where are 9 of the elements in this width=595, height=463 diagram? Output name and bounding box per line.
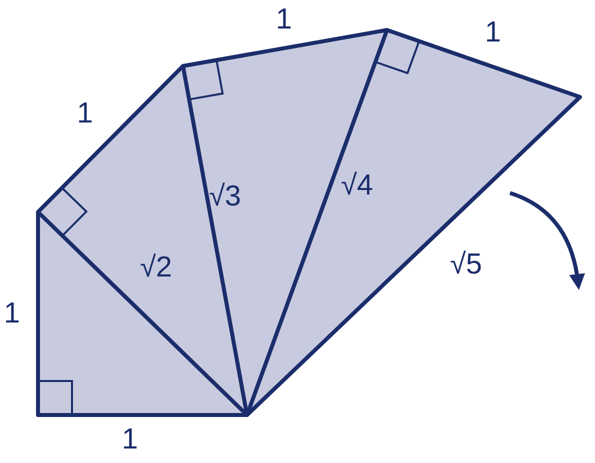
side-length-label: 1 [4, 300, 20, 328]
side-length-label: 1 [76, 100, 94, 128]
side-length-label: √4 [340, 172, 374, 200]
side-length-label: 1 [276, 6, 292, 34]
side-length-label: 1 [122, 426, 138, 454]
side-length-label: √3 [208, 182, 242, 212]
side-length-label: √5 [450, 250, 482, 280]
side-length-label: 1 [484, 18, 502, 48]
side-length-label: √2 [140, 254, 172, 282]
